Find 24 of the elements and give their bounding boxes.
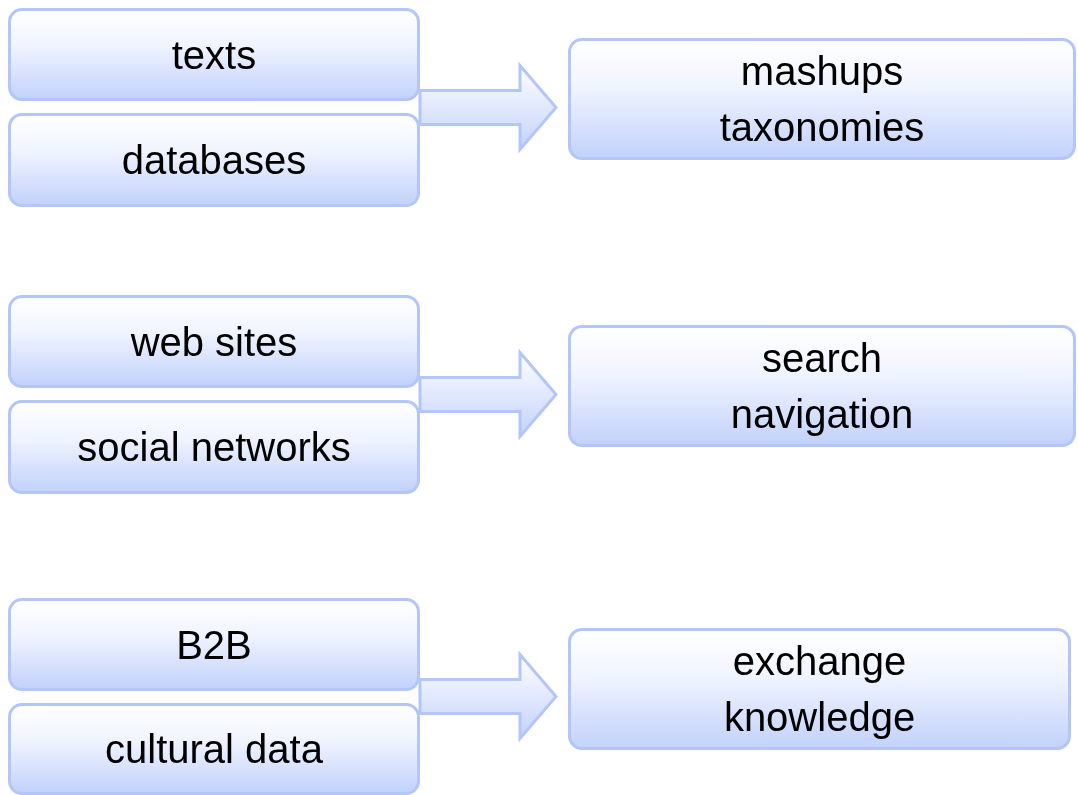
rounded-box: [568, 38, 1076, 160]
rounded-box: [8, 703, 420, 795]
box-label: cultural data: [105, 726, 323, 773]
rounded-box: [568, 628, 1071, 750]
box-label: exchange: [732, 638, 907, 685]
box-label: knowledge: [723, 694, 916, 741]
rounded-box: [8, 113, 420, 207]
block-arrow: [418, 348, 558, 441]
box-label: web sites: [130, 318, 298, 366]
block-arrow: [418, 61, 558, 154]
rounded-box: [8, 8, 420, 101]
box-label: texts: [171, 31, 257, 79]
box-label: databases: [121, 137, 307, 184]
rounded-box: [568, 325, 1076, 447]
rounded-box: [8, 400, 420, 494]
rounded-box: [8, 598, 420, 691]
block-arrow: [418, 650, 558, 743]
box-label: search: [761, 335, 883, 382]
box-label: mashups: [740, 48, 904, 95]
box-label: B2B: [176, 621, 252, 669]
box-label: social networks: [77, 424, 351, 471]
box-label: navigation: [730, 391, 914, 438]
rounded-box: [8, 295, 420, 388]
box-label: taxonomies: [719, 104, 925, 151]
